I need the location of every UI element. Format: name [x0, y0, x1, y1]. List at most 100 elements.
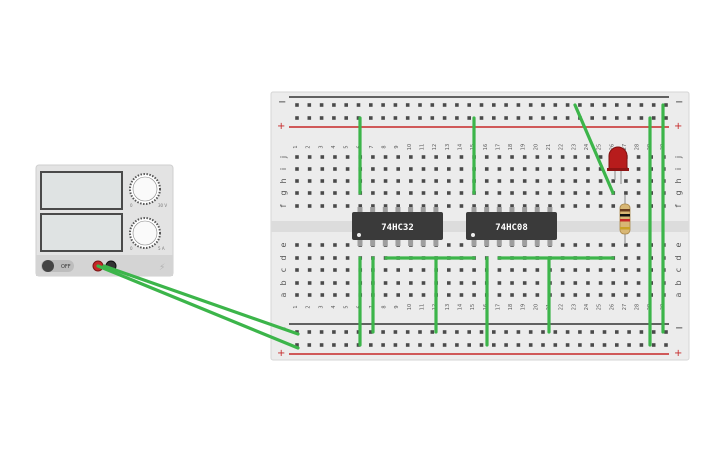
- breadboard-hole[interactable]: [636, 204, 641, 208]
- rail-hole[interactable]: [504, 116, 508, 120]
- wire-supply-positive[interactable]: [96, 264, 300, 350]
- rail-hole[interactable]: [651, 343, 656, 347]
- breadboard-hole[interactable]: [522, 155, 527, 159]
- breadboard-hole[interactable]: [459, 243, 464, 247]
- breadboard-hole[interactable]: [510, 204, 514, 208]
- breadboard-hole[interactable]: [598, 179, 603, 183]
- rail-hole[interactable]: [639, 103, 644, 107]
- rail-hole[interactable]: [430, 116, 435, 120]
- breadboard-hole[interactable]: [510, 281, 514, 285]
- rail-hole[interactable]: [319, 330, 324, 334]
- rail-hole[interactable]: [405, 343, 410, 347]
- breadboard-hole[interactable]: [295, 268, 299, 272]
- rail-hole[interactable]: [639, 116, 644, 120]
- breadboard-hole[interactable]: [573, 179, 578, 183]
- breadboard-hole[interactable]: [510, 155, 514, 159]
- rail-hole[interactable]: [442, 343, 447, 347]
- rail-hole[interactable]: [528, 116, 533, 120]
- breadboard-hole[interactable]: [396, 191, 400, 195]
- breadboard-hole[interactable]: [421, 268, 426, 272]
- rail-hole[interactable]: [565, 103, 570, 107]
- breadboard-hole[interactable]: [447, 179, 451, 183]
- breadboard-hole[interactable]: [396, 281, 400, 285]
- rail-hole[interactable]: [590, 330, 594, 334]
- breadboard-hole[interactable]: [510, 268, 514, 272]
- rail-hole[interactable]: [442, 330, 447, 334]
- breadboard-hole[interactable]: [320, 179, 325, 183]
- breadboard-hole[interactable]: [573, 281, 578, 285]
- breadboard-hole[interactable]: [611, 281, 616, 285]
- breadboard-hole[interactable]: [345, 204, 350, 208]
- breadboard-hole[interactable]: [459, 293, 464, 297]
- rail-hole[interactable]: [405, 330, 410, 334]
- rail-hole[interactable]: [516, 330, 521, 334]
- breadboard-hole[interactable]: [307, 281, 312, 285]
- breadboard-hole[interactable]: [535, 268, 540, 272]
- led[interactable]: [607, 146, 629, 184]
- rail-hole[interactable]: [541, 330, 545, 334]
- rail-hole[interactable]: [381, 330, 385, 334]
- breadboard-hole[interactable]: [396, 293, 400, 297]
- rail-hole[interactable]: [492, 116, 496, 120]
- rail-hole[interactable]: [455, 343, 459, 347]
- rail-hole[interactable]: [516, 116, 521, 120]
- breadboard-hole[interactable]: [484, 204, 489, 208]
- breadboard-hole[interactable]: [345, 256, 350, 260]
- breadboard-hole[interactable]: [598, 293, 603, 297]
- breadboard-hole[interactable]: [636, 243, 641, 247]
- breadboard-hole[interactable]: [497, 191, 502, 195]
- breadboard-hole[interactable]: [320, 167, 325, 171]
- breadboard-hole[interactable]: [307, 243, 312, 247]
- rail-hole[interactable]: [553, 116, 558, 120]
- rail-hole[interactable]: [615, 103, 619, 107]
- rail-hole[interactable]: [467, 330, 471, 334]
- breadboard-hole[interactable]: [371, 191, 375, 195]
- breadboard-hole[interactable]: [295, 281, 299, 285]
- breadboard-hole[interactable]: [497, 281, 502, 285]
- breadboard-hole[interactable]: [586, 179, 590, 183]
- breadboard-hole[interactable]: [320, 293, 325, 297]
- wire-supply-negative[interactable]: [102, 264, 300, 336]
- rail-hole[interactable]: [344, 343, 348, 347]
- rail-hole[interactable]: [418, 116, 422, 120]
- rail-hole[interactable]: [418, 330, 422, 334]
- breadboard-hole[interactable]: [371, 179, 375, 183]
- rail-hole[interactable]: [627, 116, 631, 120]
- breadboard-hole[interactable]: [497, 268, 502, 272]
- breadboard-hole[interactable]: [624, 293, 628, 297]
- breadboard-hole[interactable]: [522, 281, 527, 285]
- breadboard-hole[interactable]: [522, 268, 527, 272]
- current-knob[interactable]: [129, 217, 161, 249]
- rail-hole[interactable]: [381, 343, 385, 347]
- power-switch[interactable]: [41, 260, 74, 272]
- breadboard-hole[interactable]: [358, 204, 363, 208]
- breadboard-hole[interactable]: [371, 167, 375, 171]
- rail-hole[interactable]: [528, 330, 533, 334]
- breadboard-hole[interactable]: [421, 155, 426, 159]
- ic-chip-74hc08[interactable]: 74HC08: [466, 207, 557, 246]
- breadboard-hole[interactable]: [307, 293, 312, 297]
- breadboard-hole[interactable]: [522, 191, 527, 195]
- rail-hole[interactable]: [307, 103, 312, 107]
- breadboard-hole[interactable]: [307, 204, 312, 208]
- rail-hole[interactable]: [639, 343, 644, 347]
- breadboard-hole[interactable]: [307, 167, 312, 171]
- breadboard-hole[interactable]: [586, 167, 590, 171]
- rail-hole[interactable]: [393, 116, 398, 120]
- rail-hole[interactable]: [344, 116, 348, 120]
- breadboard-hole[interactable]: [560, 191, 565, 195]
- breadboard-hole[interactable]: [586, 281, 590, 285]
- rail-hole[interactable]: [492, 103, 496, 107]
- breadboard-hole[interactable]: [522, 204, 527, 208]
- breadboard-hole[interactable]: [573, 243, 578, 247]
- breadboard-hole[interactable]: [459, 268, 464, 272]
- breadboard-hole[interactable]: [586, 155, 590, 159]
- breadboard-hole[interactable]: [472, 281, 476, 285]
- rail-hole[interactable]: [528, 103, 533, 107]
- breadboard-hole[interactable]: [535, 281, 540, 285]
- breadboard-hole[interactable]: [560, 204, 565, 208]
- breadboard-hole[interactable]: [484, 155, 489, 159]
- breadboard-hole[interactable]: [624, 243, 628, 247]
- breadboard-hole[interactable]: [598, 281, 603, 285]
- breadboard-hole[interactable]: [333, 204, 337, 208]
